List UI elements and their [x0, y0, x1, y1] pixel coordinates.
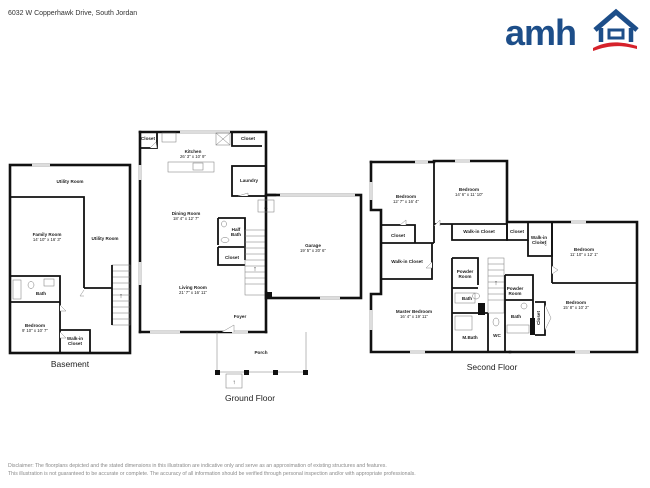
- room-dimensions: 11' 10" x 12' 1": [570, 252, 598, 257]
- room-dimensions: 14' 10" x 16' 3": [33, 237, 62, 242]
- room-label: Bedroom: [566, 300, 586, 305]
- room-label: Powder: [507, 286, 524, 291]
- room-label: Room: [508, 291, 521, 296]
- basement-plan: ↑ Utility Room Family Room 14' 10" x 16'…: [8, 163, 132, 369]
- disclaimer-line-2: This illustration is not guaranteed to b…: [8, 471, 416, 477]
- ground-floor-plan: ↑ ← ↑ Closet Kitchen 26' 3" x 10' 9" Clo…: [138, 130, 363, 403]
- room-label: Living Room: [179, 285, 207, 290]
- disclaimer: Disclaimer: The floorplans depicted and …: [8, 462, 416, 478]
- room-label: Utility Room: [56, 179, 83, 184]
- room-dimensions: 14' 6" x 11' 10": [455, 192, 483, 197]
- room-dimensions: 12' 7" x 16' 4": [393, 199, 419, 204]
- room-dimensions: 9' 10" x 10' 7": [22, 328, 48, 333]
- up-arrow-icon: ↑: [119, 293, 123, 300]
- room-dimensions: 21' 7" x 16' 11": [179, 290, 207, 295]
- room-label: Bedroom: [25, 323, 45, 328]
- room-dimensions: 18' 4" x 12' 7": [173, 216, 199, 221]
- floor-label-ground: Ground Floor: [225, 393, 275, 403]
- room-dimensions: 19' 5" x 20' 6": [300, 248, 326, 253]
- house-roof-icon: [593, 8, 639, 51]
- room-label: Walk-in Closet: [391, 259, 423, 264]
- room-label: Bedroom: [396, 194, 416, 199]
- room-label: Garage: [305, 243, 321, 248]
- property-address: 6032 W Copperhawk Drive, South Jordan: [8, 10, 138, 17]
- room-label: Closet: [141, 136, 156, 141]
- room-label: WC: [493, 333, 501, 338]
- up-arrow-icon: ↑: [494, 280, 498, 287]
- room-label: M.Bath: [462, 335, 478, 340]
- room-label: Half: [232, 227, 241, 232]
- room-label: Walk-in: [531, 235, 547, 240]
- room-label: Closet: [391, 233, 406, 238]
- room-label: Foyer: [234, 314, 247, 319]
- room-label: Porch: [254, 350, 267, 355]
- room-label: Bath: [511, 314, 521, 319]
- room-label: Bath: [231, 232, 241, 237]
- room-label: Closet: [536, 311, 541, 326]
- disclaimer-line-1: Disclaimer: The floorplans depicted and …: [8, 463, 387, 469]
- room-label: Walk-in: [67, 336, 83, 341]
- room-label: Laundry: [240, 178, 259, 183]
- room-label: Closet: [532, 240, 547, 245]
- room-label: Closet: [225, 255, 240, 260]
- logo-text: amh: [505, 12, 576, 53]
- room-dimensions: 26' 3" x 10' 9": [180, 154, 206, 159]
- up-arrow-icon: ↑: [253, 266, 257, 273]
- room-label: Bedroom: [574, 247, 594, 252]
- room-label: Closet: [510, 229, 525, 234]
- second-floor-plan: ↑ Bedroom 12' 7" x 16' 4" Bedroom 14' 6"…: [369, 159, 639, 372]
- room-label: Utility Room: [91, 236, 118, 241]
- room-label: Dining Room: [172, 211, 201, 216]
- floor-label-second: Second Floor: [467, 362, 518, 372]
- room-label: Bath: [462, 296, 472, 301]
- up-arrow-icon: ↑: [233, 380, 236, 386]
- floor-label-basement: Basement: [51, 359, 90, 369]
- left-arrow-icon: ←: [263, 205, 269, 211]
- room-label: Room: [458, 274, 471, 279]
- room-label: Closet: [68, 341, 83, 346]
- room-dimensions: 15' 8" x 10' 2": [563, 305, 589, 310]
- room-label: Bath: [36, 291, 46, 296]
- room-label: Master Bedroom: [396, 309, 432, 314]
- room-label: Walk-in Closet: [463, 229, 495, 234]
- room-label: Powder: [457, 269, 474, 274]
- room-label: Kitchen: [185, 149, 202, 154]
- room-label: Closet: [241, 136, 256, 141]
- room-label: Family Room: [33, 232, 62, 237]
- room-dimensions: 16' 4" x 19' 11": [400, 314, 428, 319]
- amh-logo: amh: [505, 8, 639, 53]
- room-label: Bedroom: [459, 187, 479, 192]
